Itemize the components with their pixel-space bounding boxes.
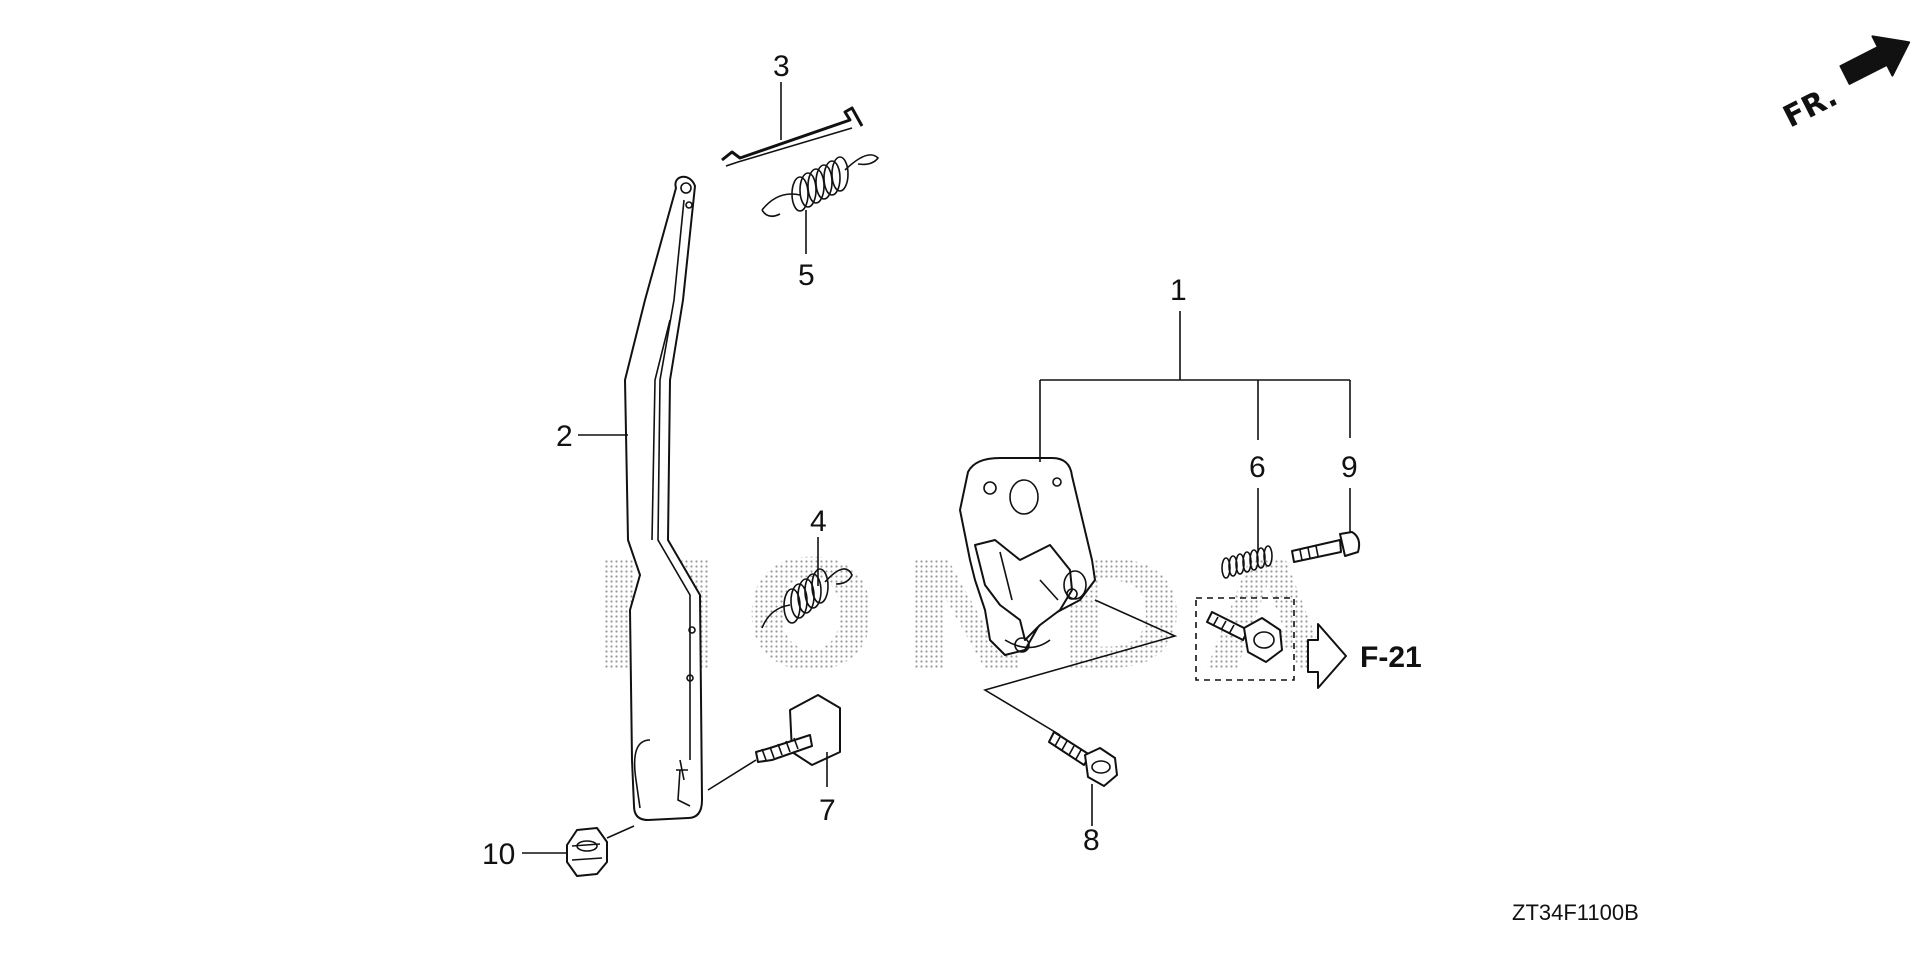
watermark-logo: HONDA <box>590 530 1350 704</box>
reference-label: F-21 <box>1360 641 1422 674</box>
part-lever-arm <box>624 175 703 821</box>
diagram-code: ZT34F1100B <box>1512 900 1639 925</box>
part-flange-bolt <box>1048 731 1118 787</box>
callout-10: 10 <box>482 838 515 871</box>
part-spring-middle <box>761 568 853 629</box>
part-flange-nut <box>566 827 608 877</box>
callout-3: 3 <box>773 50 790 83</box>
callout-8: 8 <box>1083 824 1100 857</box>
callout-2: 2 <box>556 420 573 453</box>
front-indicator-label: FR. <box>1778 79 1843 135</box>
reference-arrow-icon <box>1307 623 1347 689</box>
part-small-spring <box>1221 545 1273 579</box>
front-indicator: FR. <box>1778 35 1911 135</box>
callout-5: 5 <box>798 259 815 292</box>
reference-bolt-group <box>1195 597 1295 681</box>
part-rod <box>721 106 864 167</box>
leader-lines <box>522 82 1351 854</box>
part-spring-top <box>761 154 880 218</box>
part-bolt-flat-head <box>755 694 841 766</box>
part-small-screw <box>1291 531 1361 563</box>
callout-7: 7 <box>819 794 836 827</box>
callout-9: 9 <box>1341 451 1358 484</box>
callouts: 1 2 3 4 5 6 7 8 9 10 <box>482 50 1358 871</box>
callout-6: 6 <box>1249 451 1266 484</box>
front-arrow-icon <box>1839 35 1911 85</box>
part-governor-arm-assembly <box>959 457 1096 656</box>
callout-4: 4 <box>810 505 827 538</box>
callout-1: 1 <box>1170 274 1187 307</box>
